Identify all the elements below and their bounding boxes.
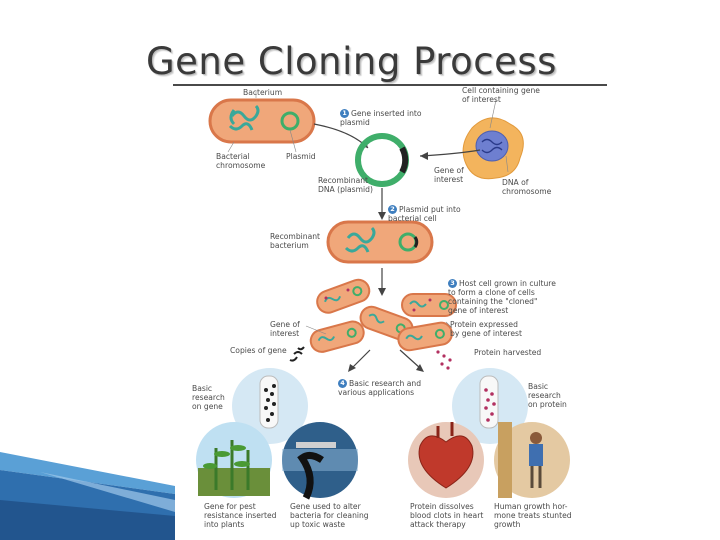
label-dna-of-chromosome: DNA of chromosome xyxy=(502,178,552,196)
bacterium-cell xyxy=(208,98,316,144)
slide-title: Gene Cloning Process xyxy=(146,40,557,83)
donor-cell xyxy=(462,117,524,180)
label-basic-research-protein: Basic research on protein xyxy=(528,382,567,409)
step-1-number: 1 xyxy=(340,109,349,118)
label-app-clots: Protein dissolves blood clots in heart a… xyxy=(410,502,484,529)
label-gene-of-interest-mid: Gene of interest xyxy=(270,320,300,338)
label-plasmid: Plasmid xyxy=(286,152,316,161)
recombinant-bacterium xyxy=(326,220,434,264)
label-bacterium: Bacterium xyxy=(243,88,283,97)
step-3-number: 3 xyxy=(448,279,457,288)
bacterial-clones xyxy=(309,278,457,353)
step-1-text: Gene inserted into plasmid xyxy=(340,109,422,127)
label-basic-research-gene: Basic research on gene xyxy=(192,384,225,411)
step-4-number: 4 xyxy=(338,379,347,388)
diagram-artwork xyxy=(196,92,570,500)
plasmid-ring xyxy=(280,111,300,131)
label-app-growth: Human growth hor- mone treats stunted gr… xyxy=(494,502,572,529)
label-recombinant-dna: Recombinant DNA (plasmid) xyxy=(318,176,373,194)
label-protein-harvested: Protein harvested xyxy=(474,348,542,357)
bacterial-chromosome xyxy=(228,104,260,131)
app-growth-circle xyxy=(494,422,570,498)
label-protein-expressed: Protein expressed by gene of interest xyxy=(450,320,522,338)
label-bacterial-chromosome: Bacterial chromosome xyxy=(216,152,266,170)
step-2-text: Plasmid put into bacterial cell xyxy=(388,205,461,223)
recombinant-plasmid xyxy=(355,133,409,187)
label-cell-containing-gene: Cell containing gene of interest xyxy=(462,86,540,104)
step-3-text: Host cell grown in culture to form a clo… xyxy=(448,279,556,315)
app-toxic-circle xyxy=(282,422,358,500)
step-4-text: Basic research and various applications xyxy=(338,379,422,397)
app-plants-circle xyxy=(196,422,272,498)
label-gene-of-interest-top: Gene of interest xyxy=(434,166,464,184)
protein-dots xyxy=(436,350,452,370)
gene-cloning-diagram: Bacterium Bacterial chromosome Plasmid C… xyxy=(176,86,606,538)
label-app-plants: Gene for pest resistance inserted into p… xyxy=(204,502,277,529)
label-recombinant-bacterium: Recombinant bacterium xyxy=(270,232,321,250)
step-2-number: 2 xyxy=(388,205,397,214)
research-gene-circle xyxy=(232,368,308,444)
label-copies-of-gene: Copies of gene xyxy=(230,346,287,355)
label-app-toxic: Gene used to alter bacteria for cleaning… xyxy=(290,502,369,529)
gene-copies xyxy=(289,346,305,362)
title-underline xyxy=(173,84,607,86)
nucleus xyxy=(475,130,509,162)
app-heart-circle xyxy=(408,422,484,498)
